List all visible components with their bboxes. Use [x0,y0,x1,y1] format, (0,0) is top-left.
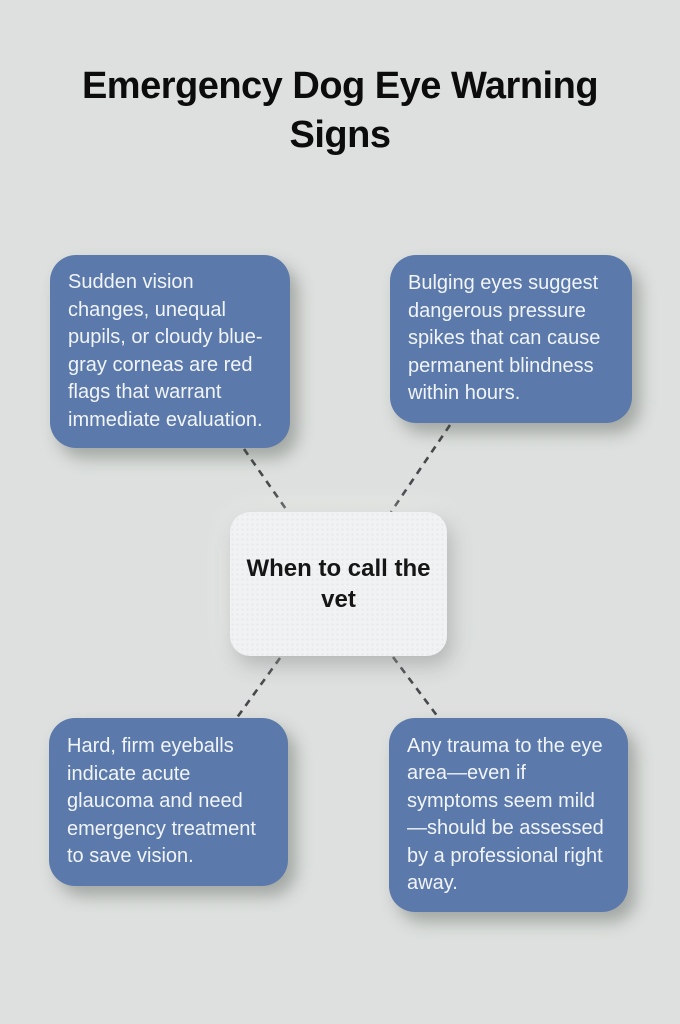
warning-node-top-left: Sudden vision changes, unequal pupils, o… [50,255,290,448]
connector-top-left [242,448,290,513]
warning-text-bottom-left: Hard, firm eyeballs indicate acute glauc… [67,735,256,868]
page-title: Emergency Dog Eye Warning Signs [81,65,599,156]
warning-node-top-right: Bulging eyes suggest dangerous pressure … [390,255,632,423]
connector-bottom-right [391,656,440,718]
warning-node-bottom-right: Any trauma to the eye area—even if sympt… [389,718,628,912]
center-node: When to call the vet [230,512,447,656]
warning-text-bottom-right: Any trauma to the eye area—even if sympt… [407,734,604,895]
warning-text-top-left: Sudden vision changes, unequal pupils, o… [68,271,263,431]
warning-text-top-right: Bulging eyes suggest dangerous pressure … [408,272,601,405]
connector-bottom-left [234,657,282,720]
connector-top-right [389,424,452,513]
warning-node-bottom-left: Hard, firm eyeballs indicate acute glauc… [49,718,288,886]
center-node-label: When to call the vet [246,555,431,613]
